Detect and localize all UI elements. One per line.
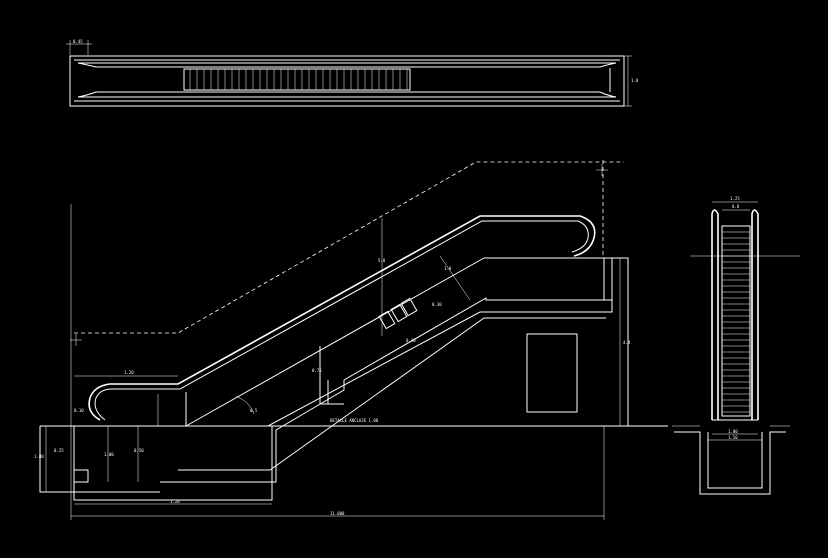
section-view: 1.25 0.8 1.00 1.50: [672, 196, 800, 495]
side-step-label-2: 0.40: [406, 338, 416, 343]
crosshair-marker: [70, 334, 82, 346]
side-view: 1.20 0.10 5.0 1.0 0.30 0.40 4.4 0.5 1.80…: [34, 160, 668, 520]
side-clearance-envelope: [74, 161, 624, 334]
side-machine-room: [526, 333, 578, 413]
section-left-balustrade: [711, 209, 719, 420]
side-truss-outline: [160, 297, 604, 483]
side-balustrade-base: [185, 257, 485, 427]
side-mid-support: [319, 346, 344, 405]
section-pit-inner: [707, 432, 763, 489]
crosshair-marker: [596, 164, 608, 176]
plan-view: 0.45 1.0: [66, 39, 639, 107]
side-note-label: DETALLE ANCLAJE 1.00: [330, 418, 379, 423]
section-top-width-label: 1.25: [730, 196, 740, 201]
section-bottom-width-2-label: 1.50: [728, 435, 738, 440]
side-lower-anchor: [73, 469, 89, 483]
side-motor-detail: [378, 297, 418, 330]
side-height-rise-label: 5.0: [378, 258, 386, 263]
side-height-right-label: 4.4: [623, 340, 631, 345]
section-steps: [721, 225, 751, 417]
side-truss-top-chord: [186, 258, 613, 427]
side-truss-bottom-chord: [178, 317, 606, 471]
side-step-label-1: 0.30: [432, 302, 442, 307]
plan-steps-area: [183, 68, 411, 91]
side-length-upper-label: 1.20: [124, 370, 134, 375]
side-lower-pit-outline: [39, 426, 160, 493]
side-bottom-length-label: 1.20: [170, 499, 180, 504]
side-overall-length-label: 11.000: [330, 511, 345, 516]
side-dim-truss-depth: [439, 255, 471, 301]
section-pit-outer: [674, 431, 786, 495]
side-incline-angle-arc: [235, 395, 255, 415]
side-upper-support: [603, 257, 629, 426]
plan-dim-side-label: 1.0: [631, 78, 639, 83]
side-truss-depth-label: 1.0: [444, 266, 452, 271]
plan-step-lines: [189, 69, 408, 90]
side-dim-left-4-label: 0.50: [134, 448, 144, 453]
side-dim-left-1-label: 1.80: [34, 454, 44, 459]
side-pit-label: 0.75: [312, 368, 322, 373]
side-incline-label: 0.5: [250, 408, 258, 413]
section-bottom-width-1-label: 1.00: [728, 429, 738, 434]
plan-rail-ends: [77, 62, 617, 98]
side-handrail: [88, 215, 596, 421]
section-top-inner-label: 0.8: [732, 204, 740, 209]
side-handrail-inner: [94, 220, 589, 421]
side-dim-left-3-label: 1.00: [104, 452, 114, 457]
plan-outer-frame: [69, 55, 625, 107]
section-right-balustrade: [751, 209, 759, 420]
side-lower-pit-inner: [73, 426, 273, 501]
section-step-lines: [722, 231, 750, 413]
side-radius-label: 0.10: [74, 408, 84, 413]
plan-dim-width-label: 0.45: [73, 39, 83, 44]
side-dim-left-2-label: 0.25: [54, 448, 64, 453]
